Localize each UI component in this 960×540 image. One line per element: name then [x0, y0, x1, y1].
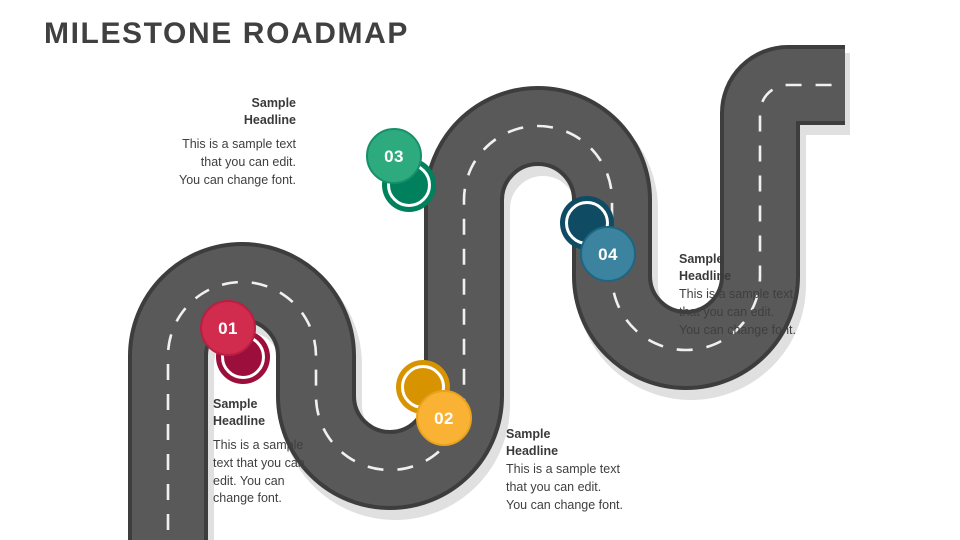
- milestone-marker-02[interactable]: 02: [392, 356, 488, 452]
- milestone-body-01-line1: This is a sample: [213, 438, 304, 452]
- milestone-headline-01-line1: Sample: [213, 397, 258, 411]
- milestone-headline-02-line1: Sample: [506, 427, 551, 441]
- milestone-body-01-line2: text that you can: [213, 455, 305, 470]
- milestone-headline-01: Sample Headline: [213, 396, 323, 430]
- milestone-text-02: Sample Headline This is a sample text th…: [506, 426, 642, 514]
- milestone-body-02-line3: You can change font.: [506, 497, 623, 512]
- milestone-disc-03[interactable]: 03: [366, 128, 422, 184]
- milestone-marker-03[interactable]: 03: [362, 124, 458, 220]
- milestone-body-03-line2: that you can edit.: [200, 154, 296, 169]
- milestone-disc-04[interactable]: 04: [580, 226, 636, 282]
- milestone-number-04: 04: [598, 244, 618, 264]
- milestone-body-01-line4: change font.: [213, 491, 282, 506]
- milestone-body-04-line1: This is a sample text: [679, 287, 793, 301]
- milestone-body-01-line3: edit. You can: [213, 473, 285, 488]
- milestone-text-01: Sample Headline This is a sample text th…: [213, 396, 323, 508]
- milestone-headline-03-line1: Sample: [251, 96, 296, 110]
- milestone-headline-04-line2: Headline: [679, 269, 732, 283]
- milestone-body-04-line3: You can change font.: [679, 322, 796, 337]
- milestone-body-04-line2: that you can edit.: [679, 304, 775, 319]
- milestone-headline-03: Sample Headline: [158, 95, 296, 129]
- milestone-headline-04: Sample Headline: [679, 251, 815, 285]
- milestone-number-02: 02: [434, 408, 454, 428]
- milestone-disc-01[interactable]: 01: [200, 300, 256, 356]
- milestone-headline-02-line2: Headline: [506, 444, 559, 458]
- milestone-body-02: This is a sample text that you can edit.…: [506, 461, 642, 514]
- milestone-headline-03-line2: Headline: [243, 113, 296, 127]
- milestone-disc-02[interactable]: 02: [416, 390, 472, 446]
- milestone-marker-01[interactable]: 01: [196, 296, 292, 392]
- milestone-body-03-line1: This is a sample text: [182, 137, 296, 151]
- milestone-headline-01-line2: Headline: [213, 414, 266, 428]
- milestone-headline-04-line1: Sample: [679, 252, 724, 266]
- milestone-text-03: Sample Headline This is a sample text th…: [158, 95, 296, 189]
- milestone-number-03: 03: [384, 146, 404, 166]
- milestone-body-02-line2: that you can edit.: [506, 479, 602, 494]
- page-title: MILESTONE ROADMAP: [44, 17, 409, 50]
- milestone-body-03: This is a sample text that you can edit.…: [158, 136, 296, 189]
- milestone-headline-02: Sample Headline: [506, 426, 642, 460]
- milestone-number-01: 01: [218, 318, 238, 338]
- milestone-body-02-line1: This is a sample text: [506, 462, 620, 476]
- milestone-body-04: This is a sample text that you can edit.…: [679, 286, 815, 339]
- milestone-text-04: Sample Headline This is a sample text th…: [679, 251, 815, 339]
- milestone-body-01: This is a sample text that you can edit.…: [213, 437, 323, 508]
- milestone-marker-04[interactable]: 04: [556, 192, 652, 288]
- milestone-body-03-line3: You can change font.: [179, 172, 296, 187]
